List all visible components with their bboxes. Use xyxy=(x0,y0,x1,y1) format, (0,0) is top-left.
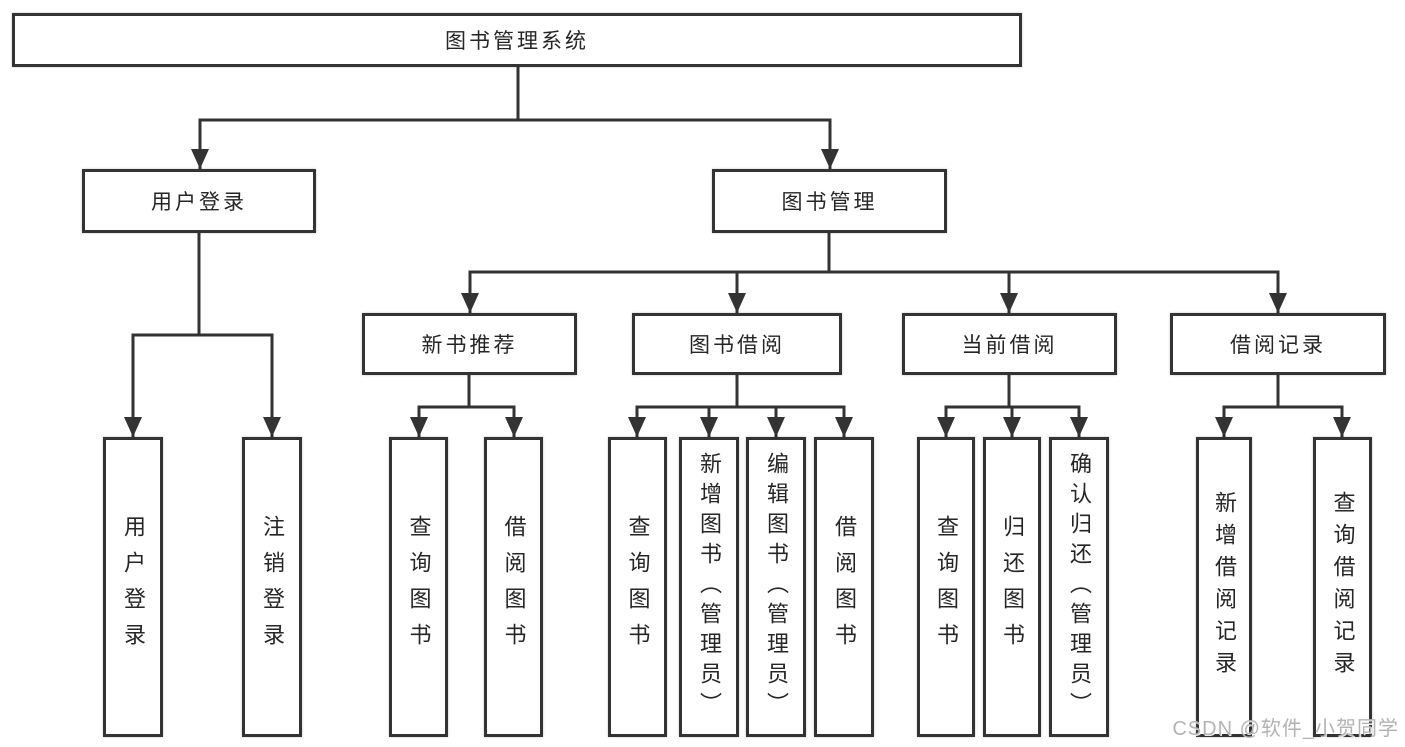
node-label: 查询图书 xyxy=(625,515,651,659)
node-label: 注销登录 xyxy=(260,515,285,659)
leaf-borrow-books-2: 借阅图书 xyxy=(814,437,874,737)
leaf-query-books-1: 查询图书 xyxy=(389,437,448,737)
node-label: 用户登录 xyxy=(151,191,247,214)
node-current-borrowing: 当前借阅 xyxy=(902,313,1117,375)
node-label: 新增借阅记录 xyxy=(1212,491,1237,683)
node-label: 查询图书 xyxy=(934,515,959,659)
leaf-confirm-return-admin: 确认归还（管理员） xyxy=(1049,437,1109,737)
node-label: 编辑图书（管理员） xyxy=(764,452,789,722)
node-label: 当前借阅 xyxy=(961,334,1058,357)
node-label: 用户登录 xyxy=(121,515,146,659)
leaf-logout: 注销登录 xyxy=(242,437,302,737)
node-book-borrowing: 图书借阅 xyxy=(632,313,842,375)
node-label: 图书管理 xyxy=(781,191,878,214)
leaf-query-borrow-record: 查询借阅记录 xyxy=(1313,437,1372,737)
node-label: 查询图书 xyxy=(406,515,432,659)
leaf-borrow-books-1: 借阅图书 xyxy=(484,437,543,737)
leaf-add-borrow-record: 新增借阅记录 xyxy=(1196,437,1252,737)
csdn-watermark: CSDN @软件_小贺同学 xyxy=(1172,718,1399,740)
leaf-add-books-admin: 新增图书（管理员） xyxy=(679,437,739,737)
node-label: 图书管理系统 xyxy=(445,30,589,53)
node-borrowing-records: 借阅记录 xyxy=(1170,313,1386,375)
node-label: 借阅图书 xyxy=(832,515,857,659)
node-label: 归还图书 xyxy=(1000,515,1025,659)
node-label: 确认归还（管理员） xyxy=(1067,452,1092,722)
node-label: 查询借阅记录 xyxy=(1330,491,1356,683)
leaf-query-books-3: 查询图书 xyxy=(917,437,975,737)
node-label: 借阅记录 xyxy=(1230,334,1326,357)
node-library-management-system: 图书管理系统 xyxy=(12,13,1022,67)
node-book-management: 图书管理 xyxy=(712,169,947,233)
node-label: 图书借阅 xyxy=(689,334,785,357)
leaf-return-books: 归还图书 xyxy=(983,437,1041,737)
node-label: 新增图书（管理员） xyxy=(697,452,722,722)
leaf-query-books-2: 查询图书 xyxy=(608,437,667,737)
node-label: 借阅图书 xyxy=(501,515,527,659)
node-user-login: 用户登录 xyxy=(82,169,316,233)
leaf-user-login: 用户登录 xyxy=(103,437,163,737)
node-new-book-recommendation: 新书推荐 xyxy=(362,313,577,375)
node-label: 新书推荐 xyxy=(421,334,518,357)
leaf-edit-books-admin: 编辑图书（管理员） xyxy=(746,437,806,737)
